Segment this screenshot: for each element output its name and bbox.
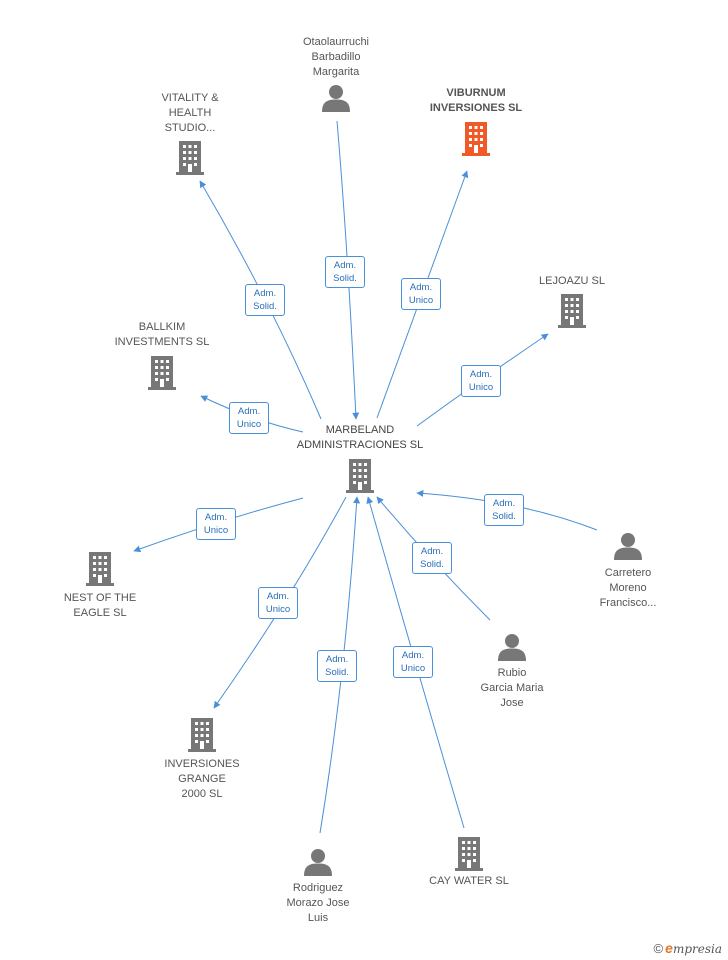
- brand-logo-e: e: [665, 940, 673, 956]
- node-viburnum[interactable]: VIBURNUM INVERSIONES SL: [411, 86, 541, 156]
- node-label: Rubio Garcia Maria Jose: [480, 667, 544, 709]
- brand-logo-text: mpresia: [672, 942, 722, 956]
- building-icon: [148, 356, 176, 390]
- node-label: INVERSIONES GRANGE 2000 SL: [164, 758, 240, 800]
- edge-label-badge[interactable]: Adm. Solid.: [317, 650, 357, 682]
- node-label: VIBURNUM INVERSIONES SL: [429, 87, 523, 114]
- edge-label-badge[interactable]: Adm. Solid.: [245, 284, 285, 316]
- node-label: Carretero Moreno Francisco...: [599, 567, 657, 609]
- edge-label-badge[interactable]: Adm. Unico: [393, 646, 433, 678]
- building-icon: [176, 141, 204, 175]
- node-rubio[interactable]: Rubio Garcia Maria Jose: [462, 633, 562, 711]
- node-label: LEJOAZU SL: [538, 275, 606, 287]
- building-icon: [462, 122, 490, 156]
- copyright-symbol: ©: [653, 941, 664, 956]
- edge-label-badge[interactable]: Adm. Solid.: [412, 542, 452, 574]
- node-label: CAY WATER SL: [429, 875, 509, 887]
- person-icon: [304, 848, 332, 876]
- building-icon: [455, 837, 483, 871]
- node-inversiones-grange[interactable]: INVERSIONES GRANGE 2000 SL: [147, 718, 257, 802]
- edge-label-badge[interactable]: Adm. Unico: [401, 278, 441, 310]
- edge-label-badge[interactable]: Adm. Unico: [229, 402, 269, 434]
- edge-label-badge[interactable]: Adm. Solid.: [325, 256, 365, 288]
- center-company-node[interactable]: MARBELAND ADMINISTRACIONES SL: [290, 423, 430, 493]
- edge-label-badge[interactable]: Adm. Unico: [258, 587, 298, 619]
- edge-label-badge[interactable]: Adm. Unico: [461, 365, 501, 397]
- node-ballkim[interactable]: BALLKIM INVESTMENTS SL: [102, 320, 222, 390]
- node-label: Rodriguez Morazo Jose Luis: [286, 882, 350, 924]
- node-nest-of-the-eagle[interactable]: NEST OF THE EAGLE SL: [45, 552, 155, 621]
- node-label: VITALITY & HEALTH STUDIO...: [161, 92, 219, 134]
- person-icon: [322, 84, 350, 112]
- building-icon: [558, 294, 586, 328]
- building-icon: [86, 552, 114, 586]
- node-vitality[interactable]: VITALITY & HEALTH STUDIO...: [130, 91, 250, 175]
- node-lejoazu[interactable]: LEJOAZU SL: [512, 274, 632, 328]
- node-cay-water[interactable]: CAY WATER SL: [414, 837, 524, 889]
- node-rodriguez[interactable]: Rodriguez Morazo Jose Luis: [268, 848, 368, 926]
- node-carretero[interactable]: Carretero Moreno Francisco...: [578, 532, 678, 611]
- building-icon: [188, 718, 216, 752]
- node-label: Otaolaurruchi Barbadillo Margarita: [302, 36, 370, 78]
- person-icon: [498, 633, 526, 661]
- node-label: NEST OF THE EAGLE SL: [63, 592, 137, 619]
- edge-label-badge[interactable]: Adm. Solid.: [484, 494, 524, 526]
- building-icon: [346, 459, 374, 493]
- edge-label-badge[interactable]: Adm. Unico: [196, 508, 236, 540]
- brand-logo[interactable]: ©empresia: [654, 940, 722, 956]
- person-icon: [614, 532, 642, 560]
- center-company-label: MARBELAND ADMINISTRACIONES SL: [296, 424, 424, 451]
- node-label: BALLKIM INVESTMENTS SL: [114, 321, 210, 348]
- node-otaolaurruchi[interactable]: Otaolaurruchi Barbadillo Margarita: [276, 35, 396, 112]
